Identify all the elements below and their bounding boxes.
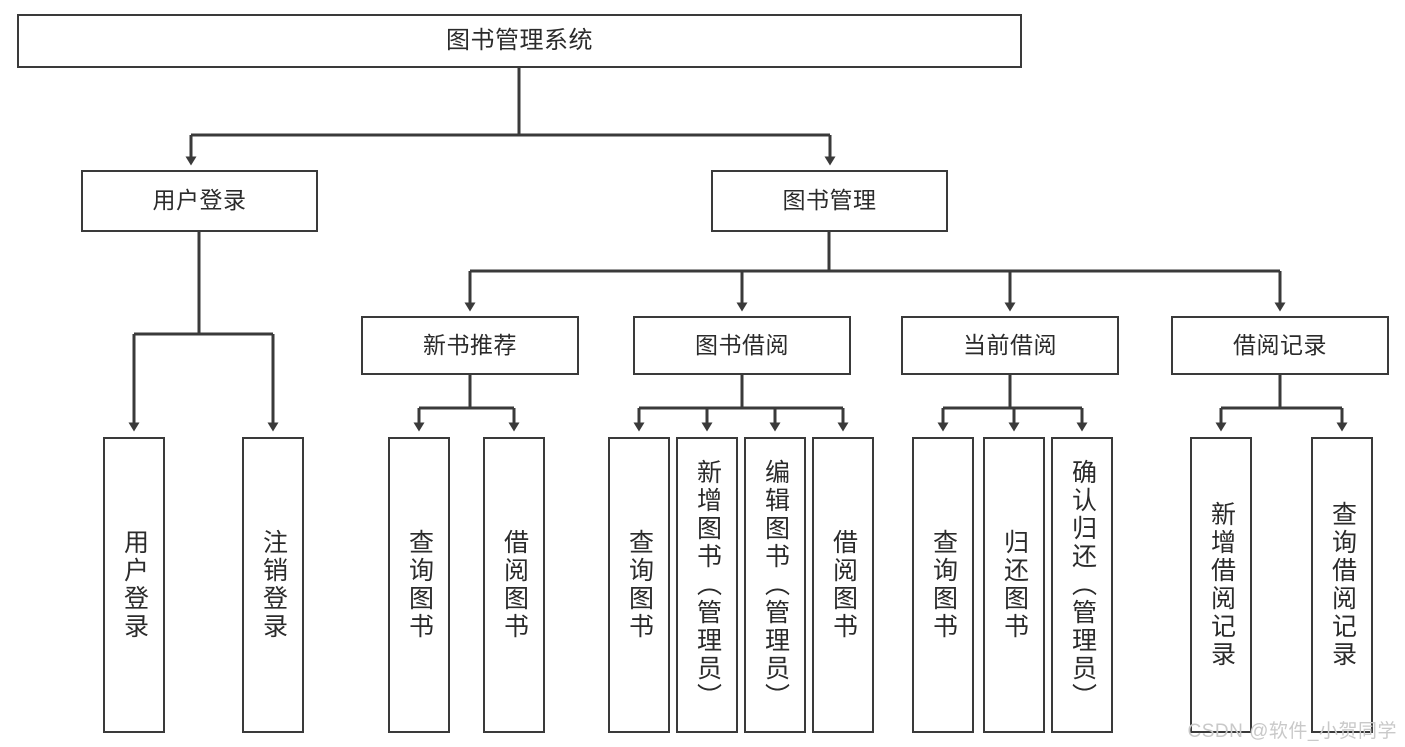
node-leaf-borrow-book-2-label: 借阅图书 bbox=[829, 529, 858, 641]
node-leaf-borrow-book-1-label: 借阅图书 bbox=[500, 529, 529, 641]
node-leaf-user-login[interactable]: 用户登录 bbox=[103, 437, 165, 733]
node-book-manage[interactable]: 图书管理 bbox=[711, 170, 948, 232]
node-new-book-rec[interactable]: 新书推荐 bbox=[361, 316, 579, 375]
node-leaf-logout-label: 注销登录 bbox=[259, 529, 288, 641]
node-leaf-query-book-1-label: 查询图书 bbox=[405, 529, 434, 641]
node-leaf-query-record-label: 查询借阅记录 bbox=[1328, 501, 1357, 669]
node-leaf-add-record-label: 新增借阅记录 bbox=[1207, 501, 1236, 669]
node-book-borrow[interactable]: 图书借阅 bbox=[633, 316, 851, 375]
node-leaf-borrow-book-1[interactable]: 借阅图书 bbox=[483, 437, 545, 733]
node-current-borrow[interactable]: 当前借阅 bbox=[901, 316, 1119, 375]
node-leaf-return-book[interactable]: 归还图书 bbox=[983, 437, 1045, 733]
node-root[interactable]: 图书管理系统 bbox=[17, 14, 1022, 68]
node-leaf-query-book-1[interactable]: 查询图书 bbox=[388, 437, 450, 733]
node-leaf-query-record[interactable]: 查询借阅记录 bbox=[1311, 437, 1373, 733]
node-borrow-record-label: 借阅记录 bbox=[1233, 331, 1327, 358]
node-leaf-edit-book-label: 编辑图书（管理员） bbox=[761, 459, 790, 711]
watermark: CSDN @软件_小贺同学 bbox=[1187, 721, 1397, 742]
node-root-label: 图书管理系统 bbox=[446, 26, 593, 54]
node-new-book-rec-label: 新书推荐 bbox=[423, 331, 517, 358]
node-leaf-logout[interactable]: 注销登录 bbox=[242, 437, 304, 733]
node-leaf-confirm-return[interactable]: 确认归还（管理员） bbox=[1051, 437, 1113, 733]
node-leaf-add-book[interactable]: 新增图书（管理员） bbox=[676, 437, 738, 733]
node-leaf-return-book-label: 归还图书 bbox=[1000, 529, 1029, 641]
node-borrow-record[interactable]: 借阅记录 bbox=[1171, 316, 1389, 375]
node-leaf-query-book-3[interactable]: 查询图书 bbox=[912, 437, 974, 733]
node-leaf-user-login-label: 用户登录 bbox=[120, 529, 149, 641]
node-leaf-query-book-3-label: 查询图书 bbox=[929, 529, 958, 641]
node-book-manage-label: 图书管理 bbox=[782, 187, 877, 214]
node-user-login-label: 用户登录 bbox=[152, 187, 247, 214]
node-leaf-add-record[interactable]: 新增借阅记录 bbox=[1190, 437, 1252, 733]
node-leaf-add-book-label: 新增图书（管理员） bbox=[693, 459, 722, 711]
node-book-borrow-label: 图书借阅 bbox=[695, 331, 789, 358]
node-leaf-query-book-2[interactable]: 查询图书 bbox=[608, 437, 670, 733]
node-user-login[interactable]: 用户登录 bbox=[81, 170, 318, 232]
node-current-borrow-label: 当前借阅 bbox=[963, 331, 1057, 358]
node-leaf-confirm-return-label: 确认归还（管理员） bbox=[1068, 459, 1097, 711]
node-leaf-query-book-2-label: 查询图书 bbox=[625, 529, 654, 641]
node-leaf-borrow-book-2[interactable]: 借阅图书 bbox=[812, 437, 874, 733]
node-leaf-edit-book[interactable]: 编辑图书（管理员） bbox=[744, 437, 806, 733]
